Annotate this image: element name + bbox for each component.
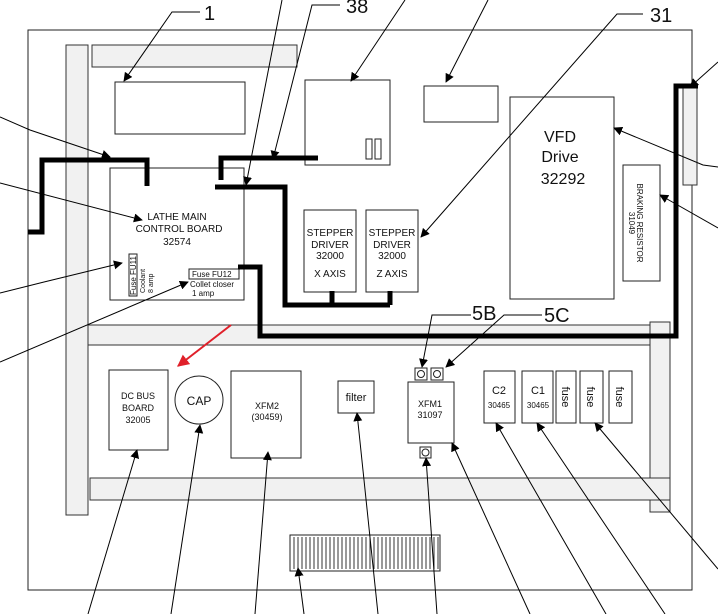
fuse-fu12-sub1: Collet closer bbox=[190, 280, 234, 289]
callout-1: 1 bbox=[204, 3, 215, 25]
terminal-bottom-screw bbox=[421, 448, 430, 457]
right-rail bbox=[649, 321, 671, 513]
vfd-l1: VFD bbox=[544, 129, 576, 146]
stepper-z-l4: Z AXIS bbox=[376, 269, 407, 280]
terminal-5c-screw bbox=[433, 370, 441, 378]
dc-bus-board bbox=[108, 369, 169, 451]
bottom-rail bbox=[89, 477, 671, 501]
callout-31: 31 bbox=[650, 5, 672, 27]
stepper-z-l3: 32000 bbox=[378, 251, 406, 262]
callout-38: 38 bbox=[346, 0, 368, 18]
stepper-x-l4: X AXIS bbox=[314, 269, 346, 280]
c1-label: C1 bbox=[531, 385, 545, 397]
main-board-part: 32574 bbox=[163, 237, 191, 248]
slot-right bbox=[374, 138, 382, 160]
dcbus-l3: 32005 bbox=[125, 415, 150, 425]
filter bbox=[337, 380, 375, 414]
braking-part: 31049 bbox=[627, 212, 636, 235]
stepper-x-l3: 32000 bbox=[316, 251, 344, 262]
component-1-box bbox=[114, 81, 246, 135]
braking-resistor bbox=[622, 164, 661, 282]
cap-label: CAP bbox=[187, 394, 212, 408]
vfd-l3: 32292 bbox=[541, 171, 586, 188]
heavy-wiring bbox=[28, 83, 698, 339]
left-rail bbox=[65, 44, 89, 516]
xfm2-l1: XFM2 bbox=[255, 401, 279, 411]
capacitor-c1 bbox=[521, 370, 554, 424]
fuse-fu11-title: Fuse FU11 bbox=[129, 255, 138, 295]
braking-label: BRAKING RESISTOR bbox=[635, 184, 644, 263]
fuse-fu12-sub2: 1 amp bbox=[192, 289, 215, 298]
capacitor-c2 bbox=[483, 370, 516, 424]
xfm2 bbox=[230, 370, 302, 459]
fuse-fu11-sub2: 8 amp bbox=[148, 273, 155, 293]
right-edge-strip bbox=[682, 84, 698, 186]
fuse-2-label: fuse bbox=[584, 387, 596, 408]
stepper-driver-z bbox=[365, 209, 419, 293]
terminal-5b bbox=[414, 367, 428, 381]
fuse-fu12-box bbox=[188, 268, 240, 280]
fuse-fu11-sub1: Coolant bbox=[140, 269, 147, 293]
fuse-1 bbox=[555, 370, 577, 424]
cap-component bbox=[174, 375, 224, 425]
dcbus-l2: BOARD bbox=[122, 403, 155, 413]
filter-label: filter bbox=[346, 392, 367, 404]
slot-left bbox=[365, 138, 373, 160]
terminal-5c bbox=[430, 367, 444, 381]
xfm1-l2: 31097 bbox=[417, 410, 442, 420]
c1-part: 30465 bbox=[527, 401, 550, 410]
stepper-z-l2: DRIVER bbox=[373, 240, 411, 251]
xfm1-l1: XFM1 bbox=[418, 399, 442, 409]
small-top-box bbox=[423, 85, 499, 123]
main-board-label-1: LATHE MAIN bbox=[147, 212, 206, 223]
dcbus-l1: DC BUS bbox=[121, 391, 155, 401]
fuse-1-label: fuse bbox=[559, 387, 571, 408]
terminal-5b-screw bbox=[417, 370, 425, 378]
c2-label: C2 bbox=[492, 385, 506, 397]
terminal-strip bbox=[289, 534, 441, 572]
main-board-label-2: CONTROL BOARD bbox=[136, 224, 223, 235]
stepper-x-l1: STEPPER bbox=[307, 228, 354, 239]
red-pointer-arrow bbox=[177, 324, 232, 367]
vfd-l2: Drive bbox=[541, 149, 578, 166]
callout-5b: 5B bbox=[472, 303, 496, 325]
vfd-drive bbox=[509, 96, 615, 300]
xfm1 bbox=[407, 381, 455, 444]
xfm2-l2: (30459) bbox=[251, 412, 282, 422]
c2-part: 30465 bbox=[488, 401, 511, 410]
stepper-z-l1: STEPPER bbox=[369, 228, 416, 239]
fuse-3 bbox=[608, 370, 633, 424]
callout-5c: 5C bbox=[544, 305, 570, 327]
fuse-2 bbox=[579, 370, 604, 424]
top-strip bbox=[91, 44, 298, 68]
stepper-driver-x bbox=[303, 209, 357, 293]
fuse-fu12-title: Fuse FU12 bbox=[192, 270, 232, 279]
stepper-x-l2: DRIVER bbox=[311, 240, 349, 251]
fuse-fu11-box bbox=[128, 253, 138, 297]
fuse-3-label: fuse bbox=[613, 387, 625, 408]
